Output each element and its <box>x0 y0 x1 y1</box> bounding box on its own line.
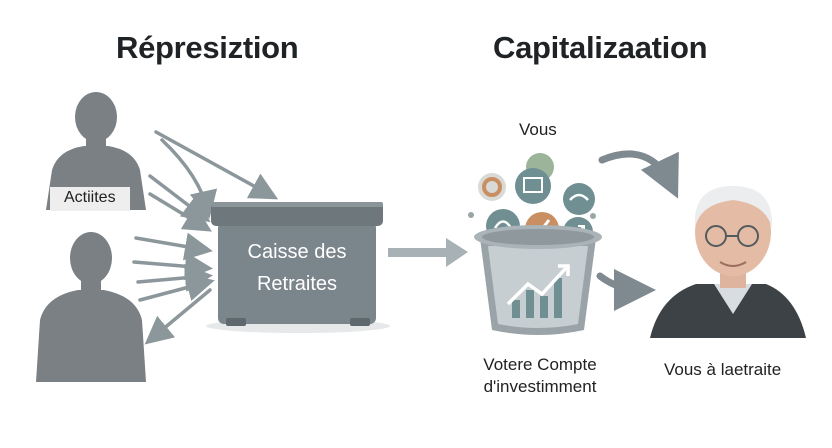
pension-fund-label-line2: Retraites <box>256 273 338 295</box>
contribution-arrow <box>148 192 212 232</box>
investment-account-line2: d'investimment <box>483 377 597 396</box>
contribution-arrow <box>134 232 213 261</box>
growth-chart-icon <box>506 264 570 318</box>
vous-label: Vous <box>519 120 557 139</box>
retiree-illustration <box>650 186 806 338</box>
pension-fund-label: Caisse des Retraites <box>218 236 376 300</box>
retired-label: Vous à laetraite <box>664 360 782 379</box>
contribution-arrow <box>144 288 212 345</box>
transfer-arrow <box>388 238 468 267</box>
contribution-arrows <box>132 130 279 345</box>
actifs-label: Actiites <box>50 187 130 211</box>
growth-curve-arrow <box>598 150 679 199</box>
pension-fund-box <box>206 202 390 333</box>
capitalization-title: Capitalizaation <box>493 30 708 65</box>
contribution-arrow <box>136 263 213 292</box>
investment-account-label: Votere Compte d'investimment <box>470 354 610 398</box>
investment-bucket <box>474 225 602 335</box>
contribution-arrow <box>138 273 215 302</box>
investment-account-line1: Votere Compte <box>483 355 597 374</box>
contribution-arrow <box>132 252 213 281</box>
pension-fund-label-line1: Caisse des <box>247 241 347 263</box>
contribution-arrow <box>154 130 279 200</box>
worker-silhouette-bottom <box>36 232 146 382</box>
payout-arrow <box>596 268 656 311</box>
repartition-title: Répresiztion <box>116 30 299 65</box>
